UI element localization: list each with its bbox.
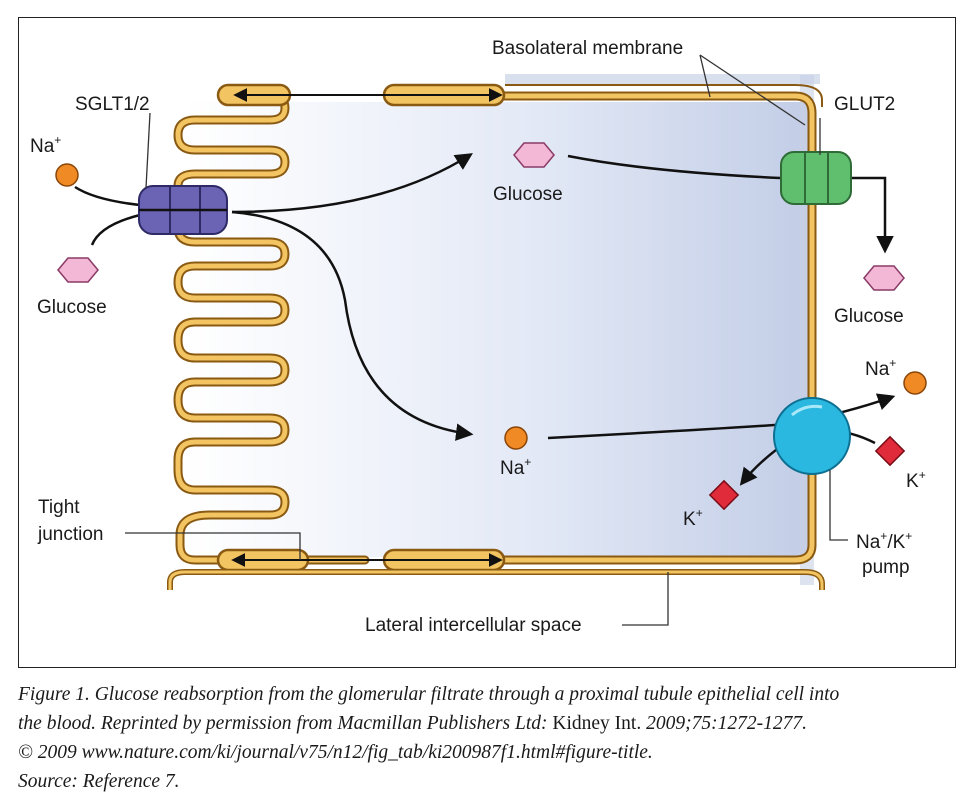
glut2-transporter — [780, 151, 852, 205]
tight-junction-bottom — [167, 548, 825, 590]
cell-membrane — [173, 91, 817, 565]
figure-frame — [18, 17, 956, 668]
na-to-center-arrow — [231, 210, 474, 441]
label-na-right: Na+ — [865, 356, 896, 380]
label-tight-junction-line1: Tight — [38, 497, 80, 518]
sodium-ion-center — [504, 426, 528, 450]
potassium-ion-left — [708, 479, 740, 511]
sodium-ion-left — [55, 163, 79, 187]
label-basolateral-membrane: Basolateral membrane — [492, 38, 683, 59]
label-na-left: Na+ — [30, 133, 61, 157]
caption-journal: Kidney Int. — [552, 713, 642, 734]
sodium-ion-right — [903, 371, 927, 395]
glucose-reabsorption-diagram: Basolateral membrane SGLT1/2 GLUT2 Na+ G… — [30, 38, 927, 636]
sglt-transporter — [138, 185, 228, 235]
label-k-right: K+ — [906, 468, 926, 492]
label-lateral-intercellular-space: Lateral intercellular space — [365, 615, 582, 636]
caption-line-1: Figure 1. Glucose reabsorption from the … — [18, 684, 840, 705]
label-glucose-left: Glucose — [37, 297, 107, 318]
caption-line-3: © 2009 www.nature.com/ki/journal/v75/n12… — [18, 742, 653, 763]
figure-caption: Figure 1. Glucose reabsorption from the … — [18, 680, 958, 796]
label-na-center: Na+ — [500, 455, 531, 479]
caption-line-2: the blood. Reprinted by permission from … — [18, 713, 807, 734]
na-k-pump — [773, 397, 851, 475]
label-pump-line1: Na+/K+ — [856, 529, 912, 553]
label-pump-line2: pump — [862, 557, 910, 578]
na-to-pump-arrow — [547, 393, 896, 440]
label-k-left: K+ — [683, 506, 703, 530]
leader-lines — [125, 54, 848, 626]
caption-source: Source: Reference 7. — [18, 771, 180, 792]
glucose-molecule-left — [57, 257, 99, 283]
glucose-molecule-center — [513, 142, 555, 168]
label-glut2: GLUT2 — [834, 94, 895, 115]
glucose-to-center-arrow — [231, 153, 473, 214]
tight-junction-top — [216, 74, 823, 107]
glucose-molecule-right — [863, 265, 905, 291]
cell-interior — [185, 102, 813, 557]
label-glucose-center: Glucose — [493, 184, 563, 205]
label-glucose-right: Glucose — [834, 306, 904, 327]
pump-reflection — [791, 404, 823, 417]
label-sglt: SGLT1/2 — [75, 94, 150, 115]
potassium-ion-right — [874, 435, 906, 467]
glucose-to-glut2-path — [567, 154, 894, 254]
label-tight-junction-line2: junction — [37, 524, 104, 545]
